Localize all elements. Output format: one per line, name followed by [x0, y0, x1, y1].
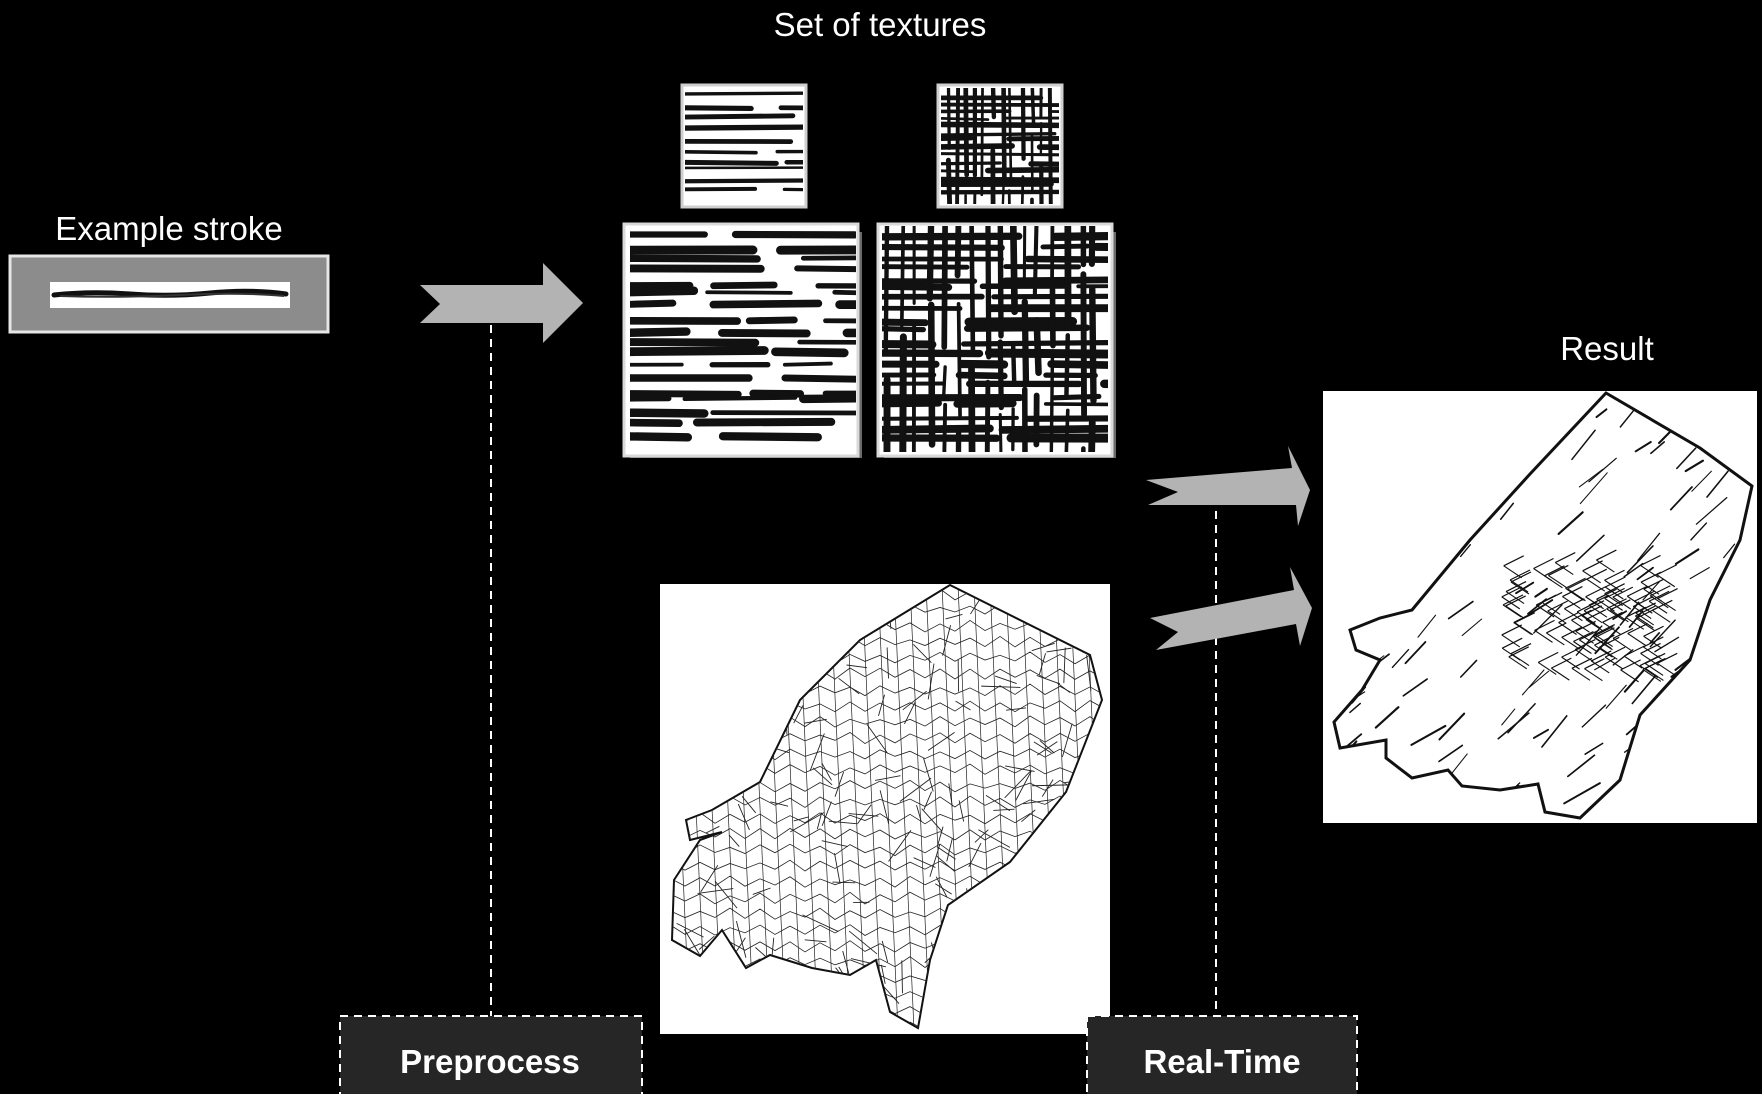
result-label: Result	[1560, 330, 1654, 367]
set-of-textures-label: Set of textures	[774, 6, 987, 43]
real-time-label: Real-Time	[1143, 1043, 1300, 1080]
texture-hatch	[622, 222, 862, 458]
texture-thumbnail-hatch	[680, 83, 808, 209]
texture-thumbnail-crosshatch	[936, 83, 1064, 209]
hand-mesh-image	[660, 584, 1110, 1034]
chevron-arrow-icon	[1150, 567, 1312, 650]
example-stroke-label: Example stroke	[55, 210, 282, 247]
chevron-arrow-icon	[420, 263, 583, 343]
preprocess-stage-box: Preprocess	[339, 1015, 643, 1094]
preprocess-label: Preprocess	[400, 1043, 580, 1080]
texture-crosshatch	[876, 222, 1116, 458]
real-time-stage-box: Real-Time	[1086, 1015, 1358, 1094]
chevron-arrow-icon	[1146, 446, 1310, 526]
rendered-hand-result-image	[1323, 391, 1757, 823]
example-stroke-panel	[8, 254, 330, 334]
